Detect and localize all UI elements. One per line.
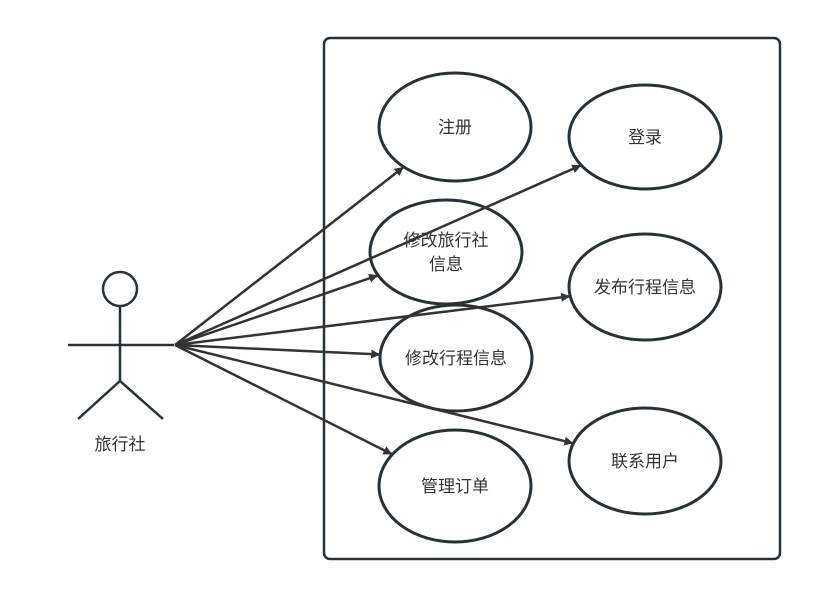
actor-left-leg	[77, 380, 121, 420]
association-arrow-edit-itinerary[interactable]	[174, 343, 381, 359]
use-case-label: 发布行程信息	[594, 278, 696, 298]
use-case-ellipse	[377, 428, 533, 544]
system-boundary	[322, 36, 782, 561]
association-arrow-manage-orders[interactable]	[174, 343, 393, 456]
use-case-label: 修改旅行社	[404, 231, 489, 251]
actor-label: 旅行社	[95, 435, 146, 455]
actor-head	[101, 270, 139, 308]
use-case-manage-orders[interactable]: 管理订单	[377, 428, 533, 544]
use-case-label: 注册	[438, 118, 472, 138]
use-case-ellipse	[567, 232, 723, 342]
use-case-label: 联系用户	[611, 452, 679, 472]
use-case-publish-itinerary[interactable]: 发布行程信息	[567, 232, 723, 342]
use-case-label: 登录	[628, 128, 662, 148]
use-case-ellipse	[368, 198, 524, 306]
use-cases: 注册登录修改旅行社信息发布行程信息修改行程信息联系用户管理订单	[368, 71, 723, 544]
use-case-ellipse	[567, 406, 723, 516]
association-arrow-login[interactable]	[174, 164, 582, 347]
actor[interactable]: 旅行社	[68, 270, 174, 455]
use-case-register[interactable]: 注册	[377, 71, 533, 183]
use-case-label: 信息	[429, 255, 463, 275]
use-case-ellipse	[567, 83, 723, 191]
use-case-label: 管理订单	[421, 477, 489, 497]
association-arrow-register[interactable]	[174, 165, 405, 346]
use-case-contact-user[interactable]: 联系用户	[567, 406, 723, 516]
association-arrow-edit-agency-info[interactable]	[174, 273, 379, 347]
use-case-edit-itinerary[interactable]: 修改行程信息	[378, 303, 534, 413]
association-arrow-publish-itinerary[interactable]	[174, 292, 571, 347]
stick-figure-icon	[68, 270, 174, 420]
associations	[174, 164, 582, 456]
use-case-login[interactable]: 登录	[567, 83, 723, 191]
use-case-label: 修改行程信息	[405, 349, 507, 369]
actor-right-leg	[119, 380, 164, 420]
use-case-ellipse	[377, 71, 533, 183]
association-arrow-contact-user[interactable]	[174, 343, 574, 446]
